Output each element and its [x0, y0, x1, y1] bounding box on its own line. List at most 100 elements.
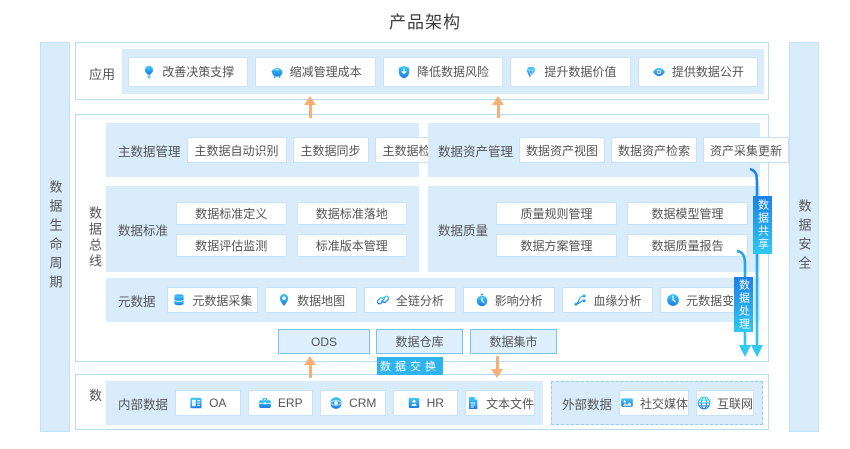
app-button[interactable]: 提升数据价值 — [510, 56, 631, 87]
button-label: 社交媒体 — [640, 396, 689, 411]
master-data-button[interactable]: 主数据同步 — [292, 137, 369, 163]
piggy-bank-icon — [270, 65, 284, 79]
data-share-tag: 数据共享 — [753, 196, 772, 254]
app-button[interactable]: 改善决策支撑 — [128, 56, 249, 87]
metadata-button[interactable]: 全链分析 — [364, 287, 456, 313]
internal-data-panel: 内部数据 OA ERP CRM HR 文本文件 — [106, 381, 543, 425]
button-label: 数据方案管理 — [520, 238, 593, 253]
shield-down-icon — [397, 65, 411, 79]
lightbulb-icon — [142, 65, 156, 79]
data-standard-button[interactable]: 数据标准定义 — [176, 201, 287, 225]
application-panel: 改善决策支撑 缩减管理成本 降低数据风险 提升数据价值 提供数据公开 — [122, 49, 764, 94]
id-card-icon — [407, 396, 421, 410]
up-arrow — [303, 96, 317, 118]
app-button[interactable]: 降低数据风险 — [382, 56, 504, 87]
data-quality-label: 数据质量 — [438, 223, 489, 238]
data-standard-panel: 数据标准 数据标准定义 数据标准落地 数据评估监测 标准版本管理 — [106, 186, 419, 272]
button-label: 影响分析 — [494, 293, 543, 308]
button-label: 主数据自动识别 — [194, 143, 279, 158]
app-button-label: 缩减管理成本 — [289, 65, 362, 79]
button-label: 数据标准落地 — [315, 206, 388, 221]
data-quality-button[interactable]: 数据方案管理 — [496, 233, 617, 257]
page-title: 产品架构 — [389, 13, 461, 32]
data-quality-panel: 数据质量 质量规则管理 数据模型管理 数据方案管理 数据质量报告 — [428, 186, 760, 272]
button-label: 数据模型管理 — [651, 206, 724, 221]
data-standard-button[interactable]: 数据评估监测 — [176, 233, 287, 257]
metadata-button[interactable]: 数据地图 — [265, 287, 358, 313]
button-label: 资产采集更新 — [710, 143, 783, 158]
data-bus-label: 数据总线 — [87, 206, 102, 270]
up-arrow — [303, 356, 317, 378]
file-text-icon — [466, 396, 480, 410]
lifecycle-label: 数据生命周期 — [47, 180, 63, 294]
button-label: CRM — [349, 396, 377, 410]
data-exchange-badge: 数据交换 — [377, 357, 443, 375]
app-button[interactable]: 提供数据公开 — [637, 56, 759, 87]
external-source-button[interactable]: 社交媒体 — [619, 390, 690, 416]
security-label: 数据安全 — [796, 199, 812, 275]
data-asset-button[interactable]: 数据资产检索 — [611, 137, 698, 163]
internal-source-button[interactable]: HR — [392, 390, 459, 416]
internet-globe-icon — [697, 396, 711, 410]
button-label: 主数据检索 — [382, 143, 443, 158]
data-share-label: 数据共享 — [756, 199, 769, 251]
clock-icon — [666, 293, 680, 307]
security-bar: 数据安全 — [789, 42, 819, 432]
internal-source-button[interactable]: CRM — [320, 390, 386, 416]
button-label: 数据资产视图 — [526, 143, 599, 158]
data-asset-button[interactable]: 数据资产视图 — [519, 137, 606, 163]
storage-label: 数据仓库 — [395, 335, 444, 349]
oa-doc-icon — [189, 396, 203, 410]
storage-label: 数据集市 — [489, 335, 538, 349]
button-label: 数据地图 — [297, 293, 346, 308]
master-data-panel: 主数据管理 主数据自动识别 主数据同步 主数据检索 — [106, 123, 451, 177]
metadata-button[interactable]: 血缘分析 — [561, 287, 654, 313]
button-label: HR — [426, 396, 444, 410]
button-label: 互联网 — [717, 396, 754, 411]
crm-globe-icon — [329, 396, 343, 410]
application-label: 应用 — [89, 67, 116, 82]
database-icon — [172, 293, 186, 307]
button-label: 全链分析 — [395, 293, 444, 308]
storage-mart[interactable]: 数据集市 — [470, 329, 557, 354]
data-quality-button[interactable]: 质量规则管理 — [496, 201, 617, 225]
app-button-label: 提供数据公开 — [671, 65, 744, 79]
down-arrow — [490, 356, 504, 378]
internal-source-button[interactable]: ERP — [247, 390, 314, 416]
lifecycle-bar: 数据生命周期 — [40, 42, 70, 432]
button-label: 文本文件 — [486, 396, 535, 411]
internal-data-label: 内部数据 — [118, 397, 169, 412]
app-button[interactable]: 缩减管理成本 — [255, 56, 376, 87]
data-bus-section: 数据总线 主数据管理 主数据自动识别 主数据同步 主数据检索 数据资产管理 数据… — [75, 114, 790, 362]
data-standard-label: 数据标准 — [118, 223, 169, 238]
app-button-label: 降低数据风险 — [417, 65, 490, 79]
button-label: 血缘分析 — [593, 293, 642, 308]
data-standard-button[interactable]: 标准版本管理 — [296, 233, 407, 257]
external-source-button[interactable]: 互联网 — [696, 390, 755, 416]
button-label: 主数据同步 — [300, 143, 361, 158]
app-button-label: 改善决策支撑 — [162, 65, 235, 79]
button-label: OA — [209, 396, 227, 410]
data-process-label: 数据处理 — [737, 278, 750, 331]
metadata-label: 元数据 — [118, 294, 156, 309]
storage-warehouse[interactable]: 数据仓库 — [376, 329, 463, 354]
storage-label: ODS — [310, 334, 337, 349]
briefcase-icon — [258, 396, 272, 410]
metadata-button[interactable]: 影响分析 — [462, 287, 555, 313]
internal-source-button[interactable]: 文本文件 — [465, 390, 536, 416]
internal-source-button[interactable]: OA — [175, 390, 241, 416]
storage-ods[interactable]: ODS — [278, 329, 370, 354]
data-asset-button[interactable]: 资产采集更新 — [703, 137, 790, 163]
metadata-panel: 元数据 元数据采集 数据地图 全链分析 影响分析 血缘分析 元数据变更 — [106, 278, 760, 322]
button-label: 元数据变更 — [686, 293, 747, 308]
button-label: 元数据采集 — [192, 293, 253, 308]
button-label: 质量规则管理 — [520, 206, 593, 221]
data-quality-button[interactable]: 数据模型管理 — [627, 201, 748, 225]
data-quality-button[interactable]: 数据质量报告 — [627, 233, 748, 257]
button-label: 数据质量报告 — [651, 238, 724, 253]
data-standard-button[interactable]: 数据标准落地 — [296, 201, 407, 225]
application-section: 应用 改善决策支撑 缩减管理成本 降低数据风险 提升数据价值 提供数据公开 — [75, 42, 769, 100]
button-label: 数据资产检索 — [618, 143, 691, 158]
metadata-button[interactable]: 元数据采集 — [166, 287, 259, 313]
master-data-button[interactable]: 主数据自动识别 — [186, 137, 287, 163]
